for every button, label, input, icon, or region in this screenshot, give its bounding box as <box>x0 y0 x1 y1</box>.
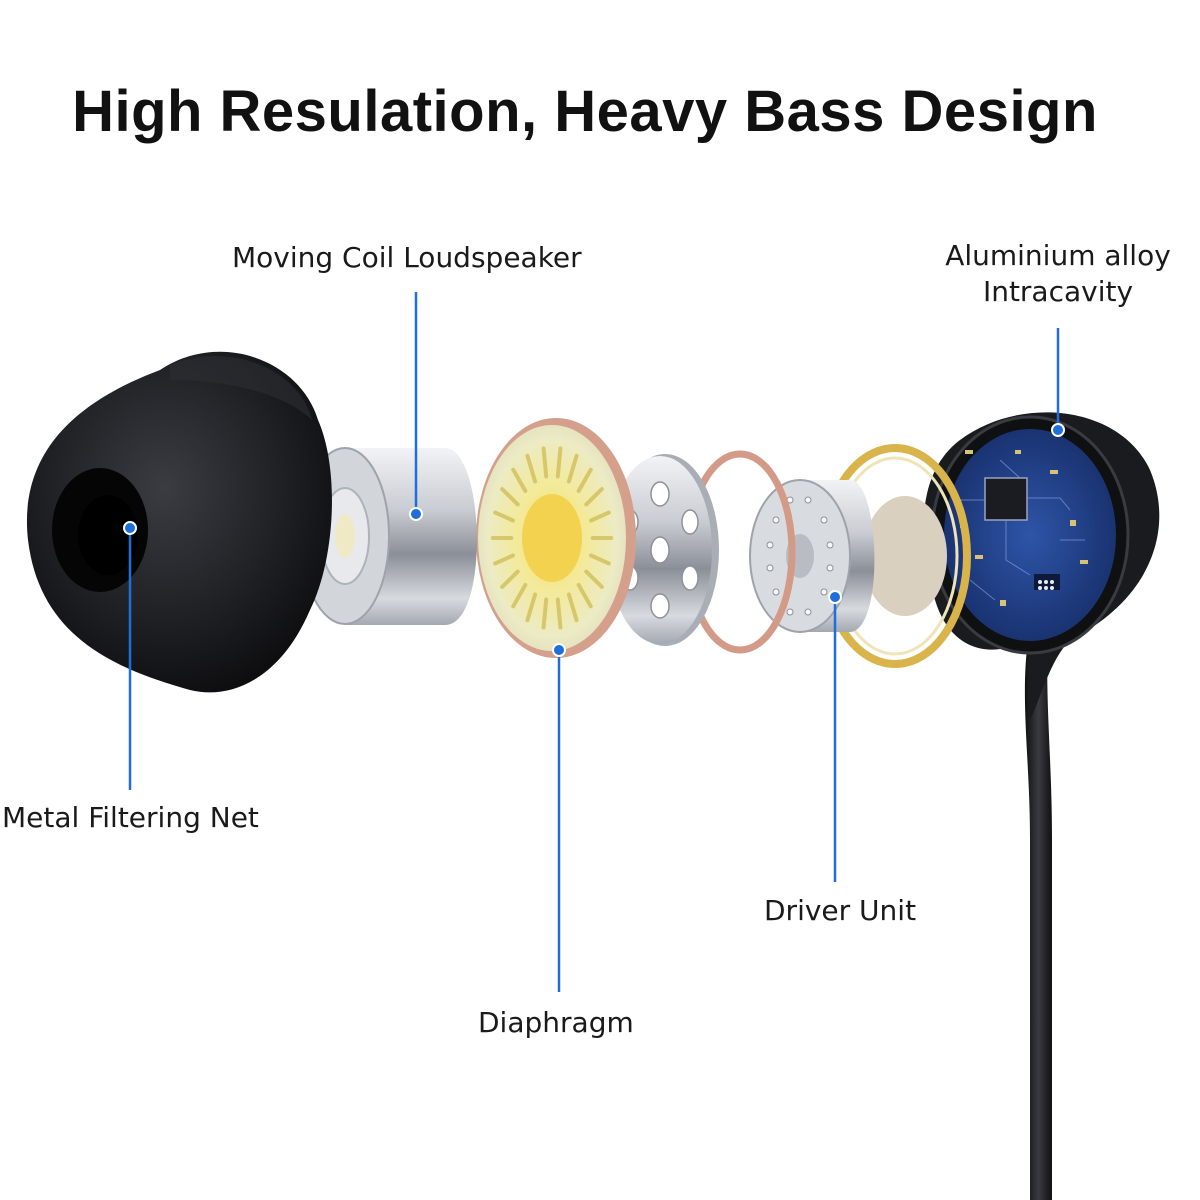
leader-dot-diaphragm <box>553 644 565 656</box>
pcb-circuit-board <box>944 429 1116 641</box>
diaphragm-rib <box>544 449 547 477</box>
label-driver-unit: Driver Unit <box>764 893 916 929</box>
leader-dot-aluminium <box>1052 424 1064 436</box>
diaphragm-rib <box>558 449 561 477</box>
label-metal-filtering-net: Metal Filtering Net <box>2 800 259 836</box>
label-aluminium-alloy-intracavity: Aluminium alloy Intracavity <box>930 238 1186 310</box>
label-aluminium-line1: Aluminium alloy <box>930 238 1186 274</box>
label-aluminium-line2: Intracavity <box>930 274 1186 310</box>
magnet-disc <box>863 496 947 616</box>
leader-dot-driver <box>829 591 841 603</box>
diaphragm-part <box>476 418 636 658</box>
label-diaphragm: Diaphragm <box>478 1005 634 1041</box>
label-moving-coil-loudspeaker: Moving Coil Loudspeaker <box>232 240 582 276</box>
diaphragm-rib <box>544 600 547 628</box>
driver-unit-part <box>750 480 874 632</box>
diaphragm-rib <box>558 600 561 628</box>
leader-dot-moving-coil <box>410 508 422 520</box>
earphone-cable <box>1025 640 1052 1200</box>
leader-dot-metal-net <box>124 522 136 534</box>
silicone-ear-tip <box>27 352 332 693</box>
